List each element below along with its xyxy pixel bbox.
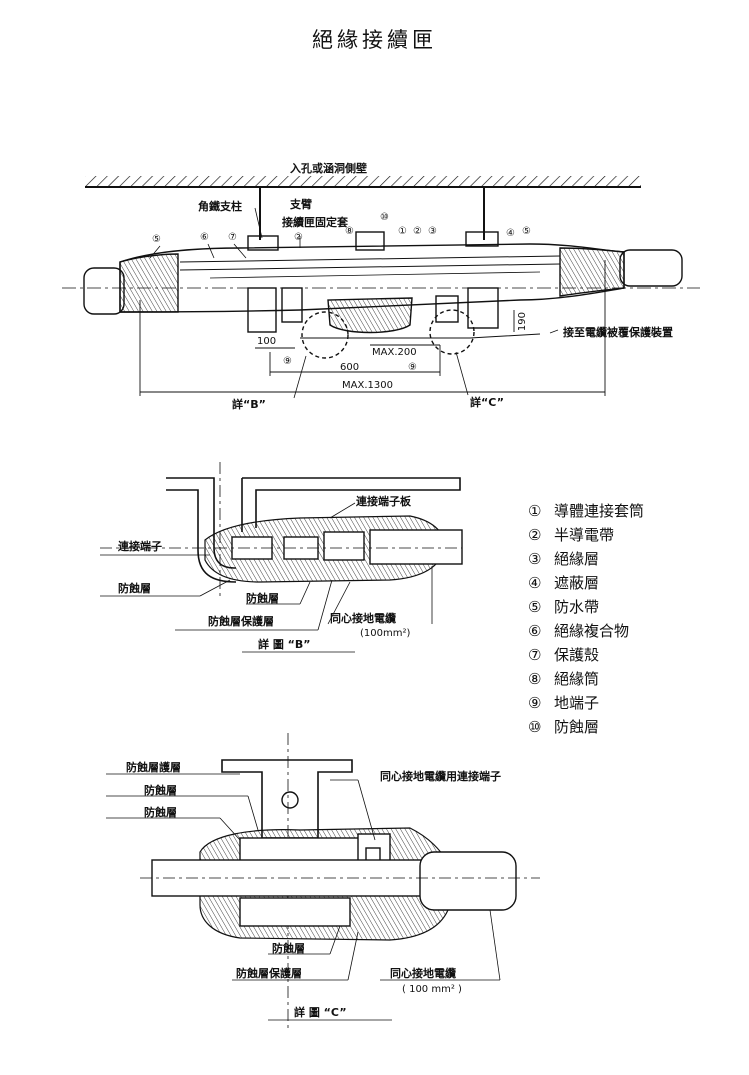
page-title: 絕緣接續匣 bbox=[312, 28, 437, 52]
terminal-label: 連接端子 bbox=[118, 540, 162, 553]
detail-c-circle bbox=[429, 309, 475, 355]
detail-c-view bbox=[106, 733, 540, 1030]
dim-190: 190 bbox=[517, 312, 528, 332]
callout-5-left: ⑤ bbox=[152, 234, 161, 245]
cable-left bbox=[83, 267, 125, 315]
anticorrosion-label-c3: 防蝕層 bbox=[272, 942, 305, 955]
callout-4: ④ bbox=[506, 228, 515, 239]
dim-max1300: MAX.1300 bbox=[342, 380, 393, 391]
dim-100: 100 bbox=[257, 336, 277, 347]
hanger-right-2 bbox=[435, 295, 459, 323]
callout-3: ③ bbox=[428, 226, 437, 237]
dim-max200: MAX.200 bbox=[372, 347, 417, 358]
protect-device-label: 接至電纜被覆保護裝置 bbox=[563, 326, 673, 339]
insulation-tube-lower bbox=[327, 297, 413, 334]
ceiling-wall bbox=[85, 176, 641, 188]
hanger-right bbox=[467, 287, 499, 329]
cable-size-label-b: (100mm²) bbox=[360, 628, 411, 639]
anticorrosion-label-b1: 防蝕層 bbox=[118, 582, 151, 595]
protect-layer-label-c: 防蝕層護層 bbox=[126, 761, 181, 774]
terminal-label-c: 同心接地電纜用連接端子 bbox=[380, 770, 501, 783]
callout-9-left: ⑨ bbox=[283, 356, 292, 367]
detail-c-caption: 詳 圖 “C” bbox=[294, 1006, 347, 1019]
angle-post-label: 角鐵支柱 bbox=[198, 200, 242, 213]
cable-right bbox=[619, 249, 683, 287]
callout-1: ① bbox=[398, 226, 407, 237]
waterproof-tape-right bbox=[559, 247, 625, 297]
hanger-left-2 bbox=[281, 287, 303, 323]
waterproof-tape-left bbox=[119, 253, 179, 313]
ground-cable-label-c: 同心接地電纜 bbox=[390, 967, 456, 980]
terminal-plate-label: 連接端子板 bbox=[356, 495, 411, 508]
hanger-left bbox=[247, 287, 277, 333]
main-view bbox=[62, 176, 700, 399]
detail-b-caption: 詳 圖 “B” bbox=[258, 638, 311, 651]
detail-c-reference: 詳“C” bbox=[470, 396, 504, 409]
detail-b-view bbox=[100, 462, 463, 653]
clamp-top-left bbox=[247, 235, 279, 251]
callout-2: ② bbox=[413, 226, 422, 237]
callout-9-right: ⑨ bbox=[408, 362, 417, 373]
callout-2-left: ② bbox=[294, 232, 303, 243]
cable-size-label-c: ( 100 mm² ) bbox=[402, 984, 462, 995]
insulation-tube-top bbox=[355, 231, 385, 251]
callout-6: ⑥ bbox=[200, 232, 209, 243]
callout-5-right: ⑤ bbox=[522, 226, 531, 237]
clamp-top-right bbox=[465, 231, 499, 247]
anticorrosion-label-c2: 防蝕層 bbox=[144, 806, 177, 819]
anticorrosion-label-c1: 防蝕層 bbox=[144, 784, 177, 797]
detail-b-circle bbox=[301, 311, 349, 359]
detail-b-reference: 詳“B” bbox=[232, 398, 266, 411]
dim-600: 600 bbox=[340, 362, 360, 373]
callout-10: ⑩ bbox=[380, 212, 389, 223]
wall-label: 入孔或涵洞側壁 bbox=[290, 162, 367, 175]
ground-cable-label-b: 同心接地電纜 bbox=[330, 612, 396, 625]
clamp-label: 接續匣固定套 bbox=[282, 216, 348, 229]
bracket-label: 支臂 bbox=[290, 198, 312, 211]
callout-7: ⑦ bbox=[228, 232, 237, 243]
callout-8: ⑧ bbox=[345, 226, 354, 237]
protect-layer-label-b: 防蝕層保護層 bbox=[208, 615, 274, 628]
anticorrosion-label-b2: 防蝕層 bbox=[246, 592, 279, 605]
protect-layer-label-c2: 防蝕層保護層 bbox=[236, 967, 302, 980]
